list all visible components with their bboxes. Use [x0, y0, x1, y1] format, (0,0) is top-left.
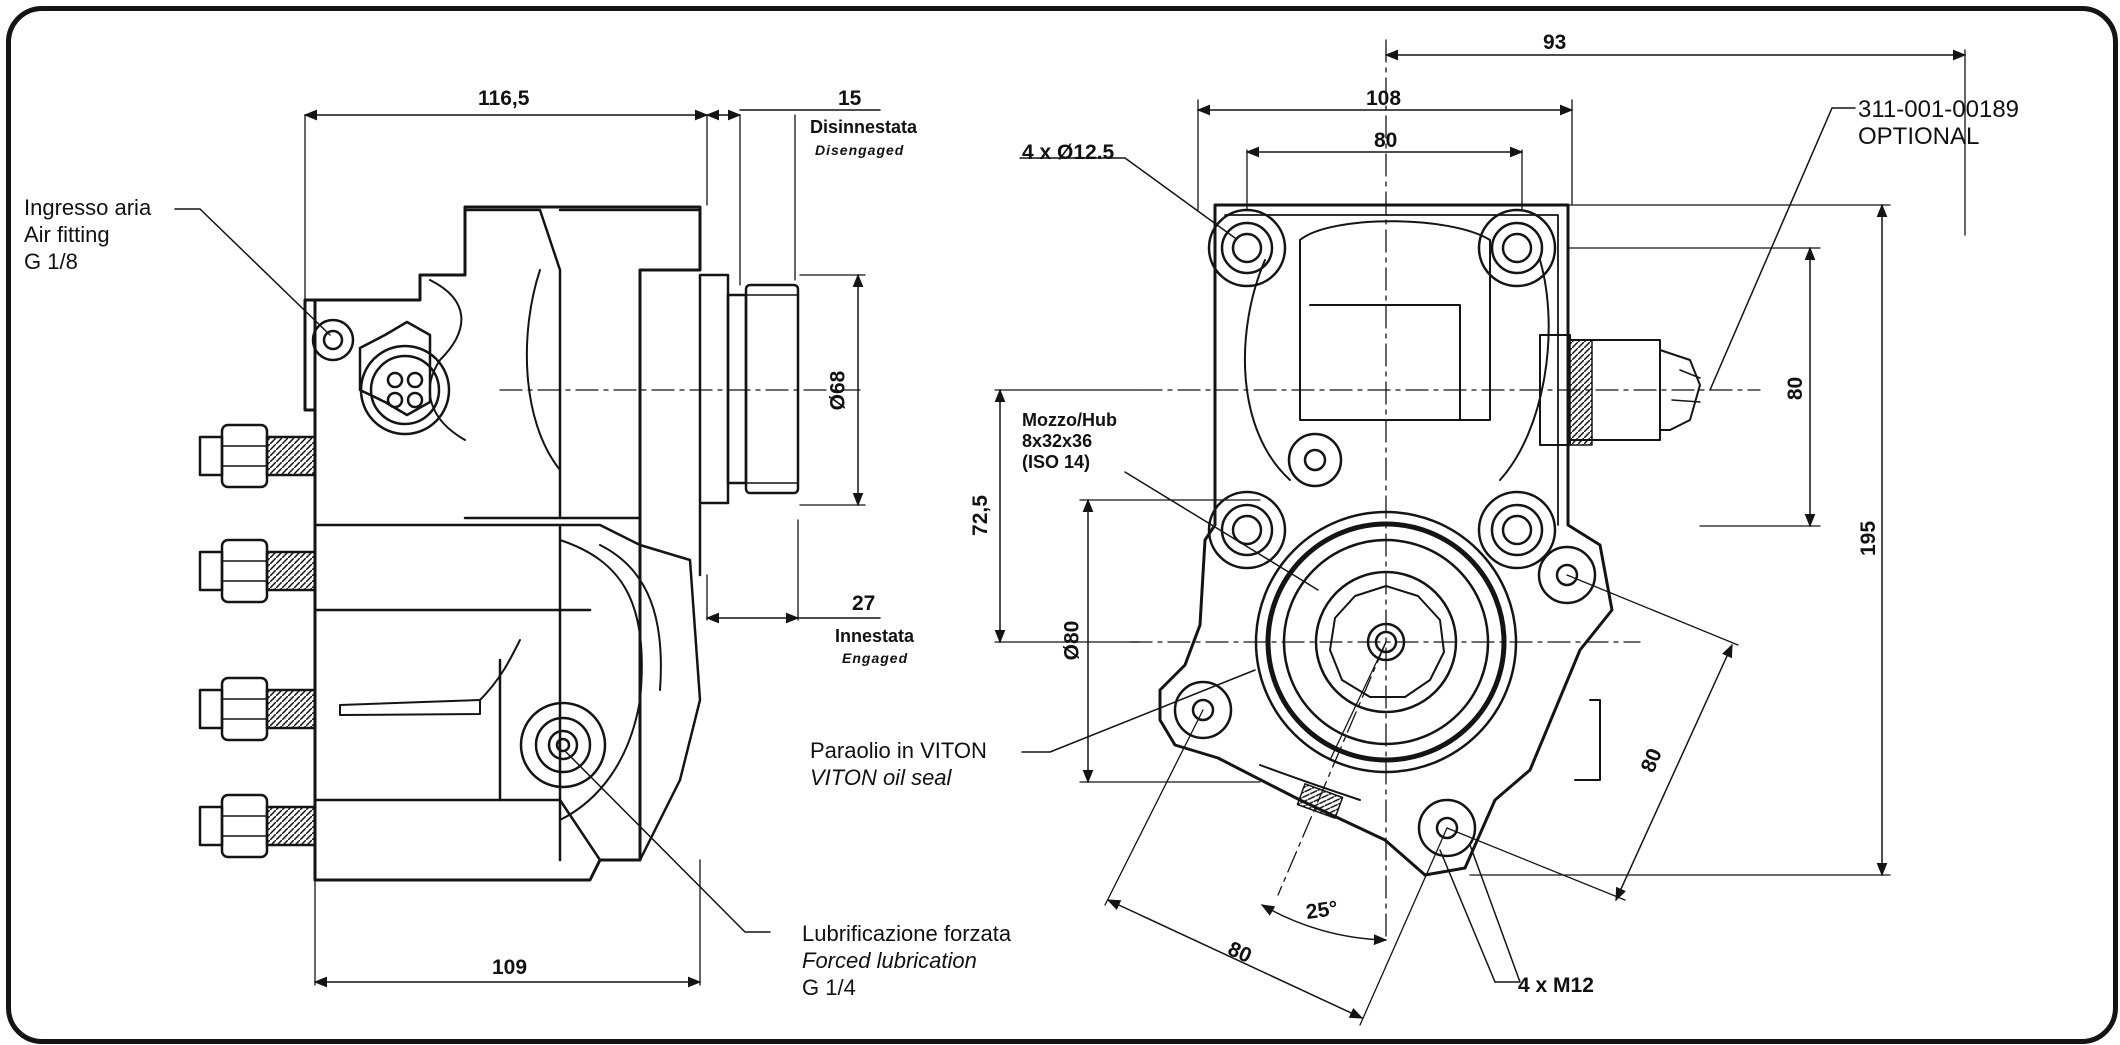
- dim-stroke-disengaged: 15: [838, 87, 862, 110]
- hub-line3: (ISO 14): [1022, 452, 1091, 472]
- dim-offset-top: 93: [1543, 31, 1567, 54]
- hydraulic-connector: [198, 793, 317, 859]
- disengaged-label-en: Disengaged: [815, 142, 905, 158]
- hydraulic-connector: [198, 423, 317, 489]
- air-fitting-callout: Ingresso aria Air fitting G 1/8: [24, 194, 151, 275]
- engaged-label-en: Engaged: [842, 650, 909, 666]
- optional-part-callout: 311-001-00189 OPTIONAL: [1858, 96, 2019, 150]
- holes-top-label: 4 x Ø12.5: [1022, 141, 1115, 164]
- lubrication-line1: Lubrificazione forzata: [802, 921, 1012, 946]
- optional-part-number: 311-001-00189: [1858, 96, 2020, 123]
- dim-height-right: 80: [1784, 376, 1808, 401]
- drawing-frame: [6, 6, 2118, 1044]
- oil-seal-line1: Paraolio in VITON: [810, 738, 987, 763]
- dim-stroke-engaged: 27: [852, 592, 876, 615]
- air-fitting-line2: Air fitting: [24, 222, 110, 247]
- hub-line2: 8x32x36: [1022, 431, 1093, 451]
- dim-shaft-diameter: Ø68: [826, 370, 850, 411]
- dim-height-left: 72,5: [968, 495, 992, 536]
- lubrication-line3: G 1/4: [802, 975, 856, 1000]
- dim-length-bottom: 109: [492, 956, 528, 979]
- lubrication-line2: Forced lubrication: [802, 948, 977, 973]
- holes-bottom-label: 4 x M12: [1518, 974, 1594, 997]
- dim-angle: 25°: [1304, 896, 1340, 925]
- side-view: [174, 109, 881, 988]
- front-view: [994, 39, 1967, 1026]
- oil-seal-line2: VITON oil seal: [810, 765, 952, 790]
- dim-width-inner: 80: [1374, 129, 1398, 152]
- air-fitting-line3: G 1/8: [24, 249, 78, 274]
- hub-line1: Mozzo/Hub: [1022, 410, 1117, 430]
- dim-hub-circle: Ø80: [1060, 620, 1084, 661]
- hub-callout: Mozzo/Hub 8x32x36 (ISO 14): [1022, 410, 1117, 473]
- hydraulic-connector: [198, 538, 317, 604]
- dim-width-outer: 108: [1366, 87, 1402, 110]
- dim-height-total: 195: [1857, 520, 1881, 557]
- optional-label: OPTIONAL: [1858, 123, 1980, 150]
- disengaged-label-it: Disinnestata: [810, 117, 918, 137]
- hydraulic-connector: [198, 676, 317, 742]
- engaged-label-it: Innestata: [835, 626, 915, 646]
- dim-length-top: 116,5: [478, 87, 530, 110]
- air-fitting-line1: Ingresso aria: [24, 195, 152, 220]
- lubrication-callout: Lubrificazione forzata Forced lubricatio…: [802, 920, 1011, 1001]
- oil-seal-callout: Paraolio in VITON VITON oil seal: [810, 737, 987, 791]
